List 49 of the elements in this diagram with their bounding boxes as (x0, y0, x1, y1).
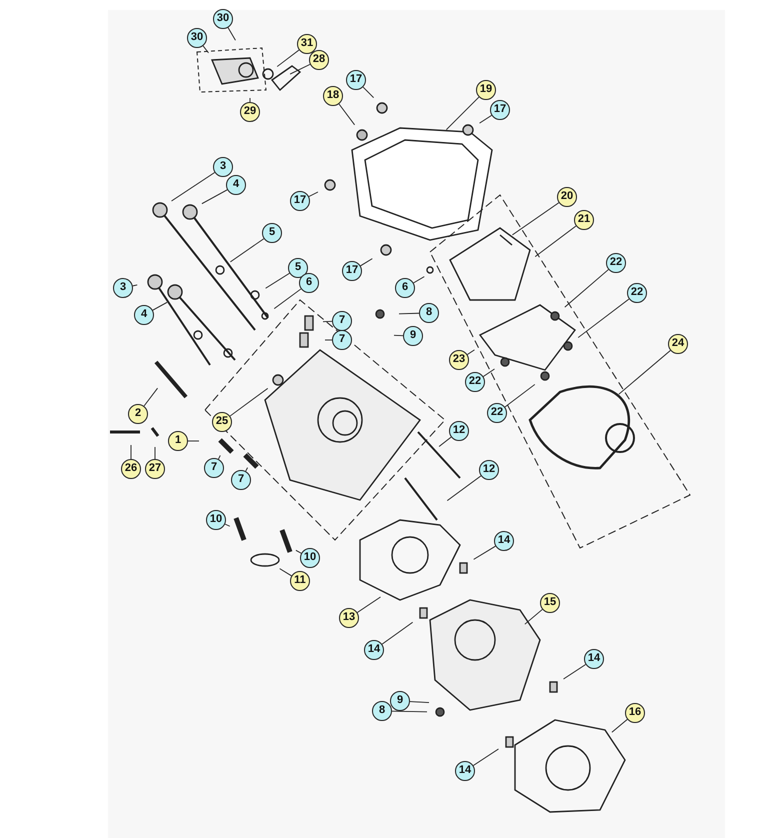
leader-line (472, 748, 499, 766)
leader-line (188, 440, 200, 442)
leader-line (564, 269, 609, 308)
leader-line (479, 114, 492, 124)
leader-line (152, 302, 168, 311)
leader-line (524, 609, 543, 625)
leader-line (132, 284, 138, 286)
leader-line (618, 350, 671, 395)
leader-line (438, 436, 452, 447)
leader-line (154, 446, 156, 460)
leader-line (504, 384, 536, 408)
leader-line (611, 718, 628, 733)
leader-line (382, 622, 414, 645)
leader-line (171, 172, 216, 202)
leader-line (338, 104, 356, 126)
leader-line (392, 710, 428, 712)
leader-line (398, 312, 420, 314)
leader-line (446, 475, 482, 502)
leader-line (563, 664, 586, 680)
leader-line (144, 388, 158, 406)
leader-line (308, 192, 318, 197)
leader-line (322, 320, 332, 322)
leader-line (274, 288, 302, 310)
leader-line (578, 298, 630, 338)
leader-line (265, 272, 290, 289)
leader-line (230, 388, 268, 417)
leader-line (466, 349, 475, 355)
leader-line (534, 226, 576, 258)
leader-line (360, 258, 373, 266)
leader-line (295, 550, 302, 554)
leader-line (446, 96, 480, 130)
leader-line (130, 444, 132, 460)
leader-line (290, 64, 310, 75)
leader-line (279, 568, 292, 576)
leader-line (245, 467, 248, 472)
leader-line (201, 189, 228, 204)
leader-line (482, 368, 495, 377)
leader-line (512, 202, 560, 236)
leader-line (413, 276, 425, 284)
leader-line (410, 701, 430, 703)
leader-line (228, 27, 236, 41)
leader-line (218, 455, 221, 460)
leader-line (202, 45, 209, 54)
leader-line (276, 50, 300, 68)
leader-line (356, 596, 381, 613)
leader-line (394, 334, 404, 336)
leader-line (473, 546, 496, 560)
leader-line (362, 86, 374, 98)
leader-line (230, 238, 264, 262)
